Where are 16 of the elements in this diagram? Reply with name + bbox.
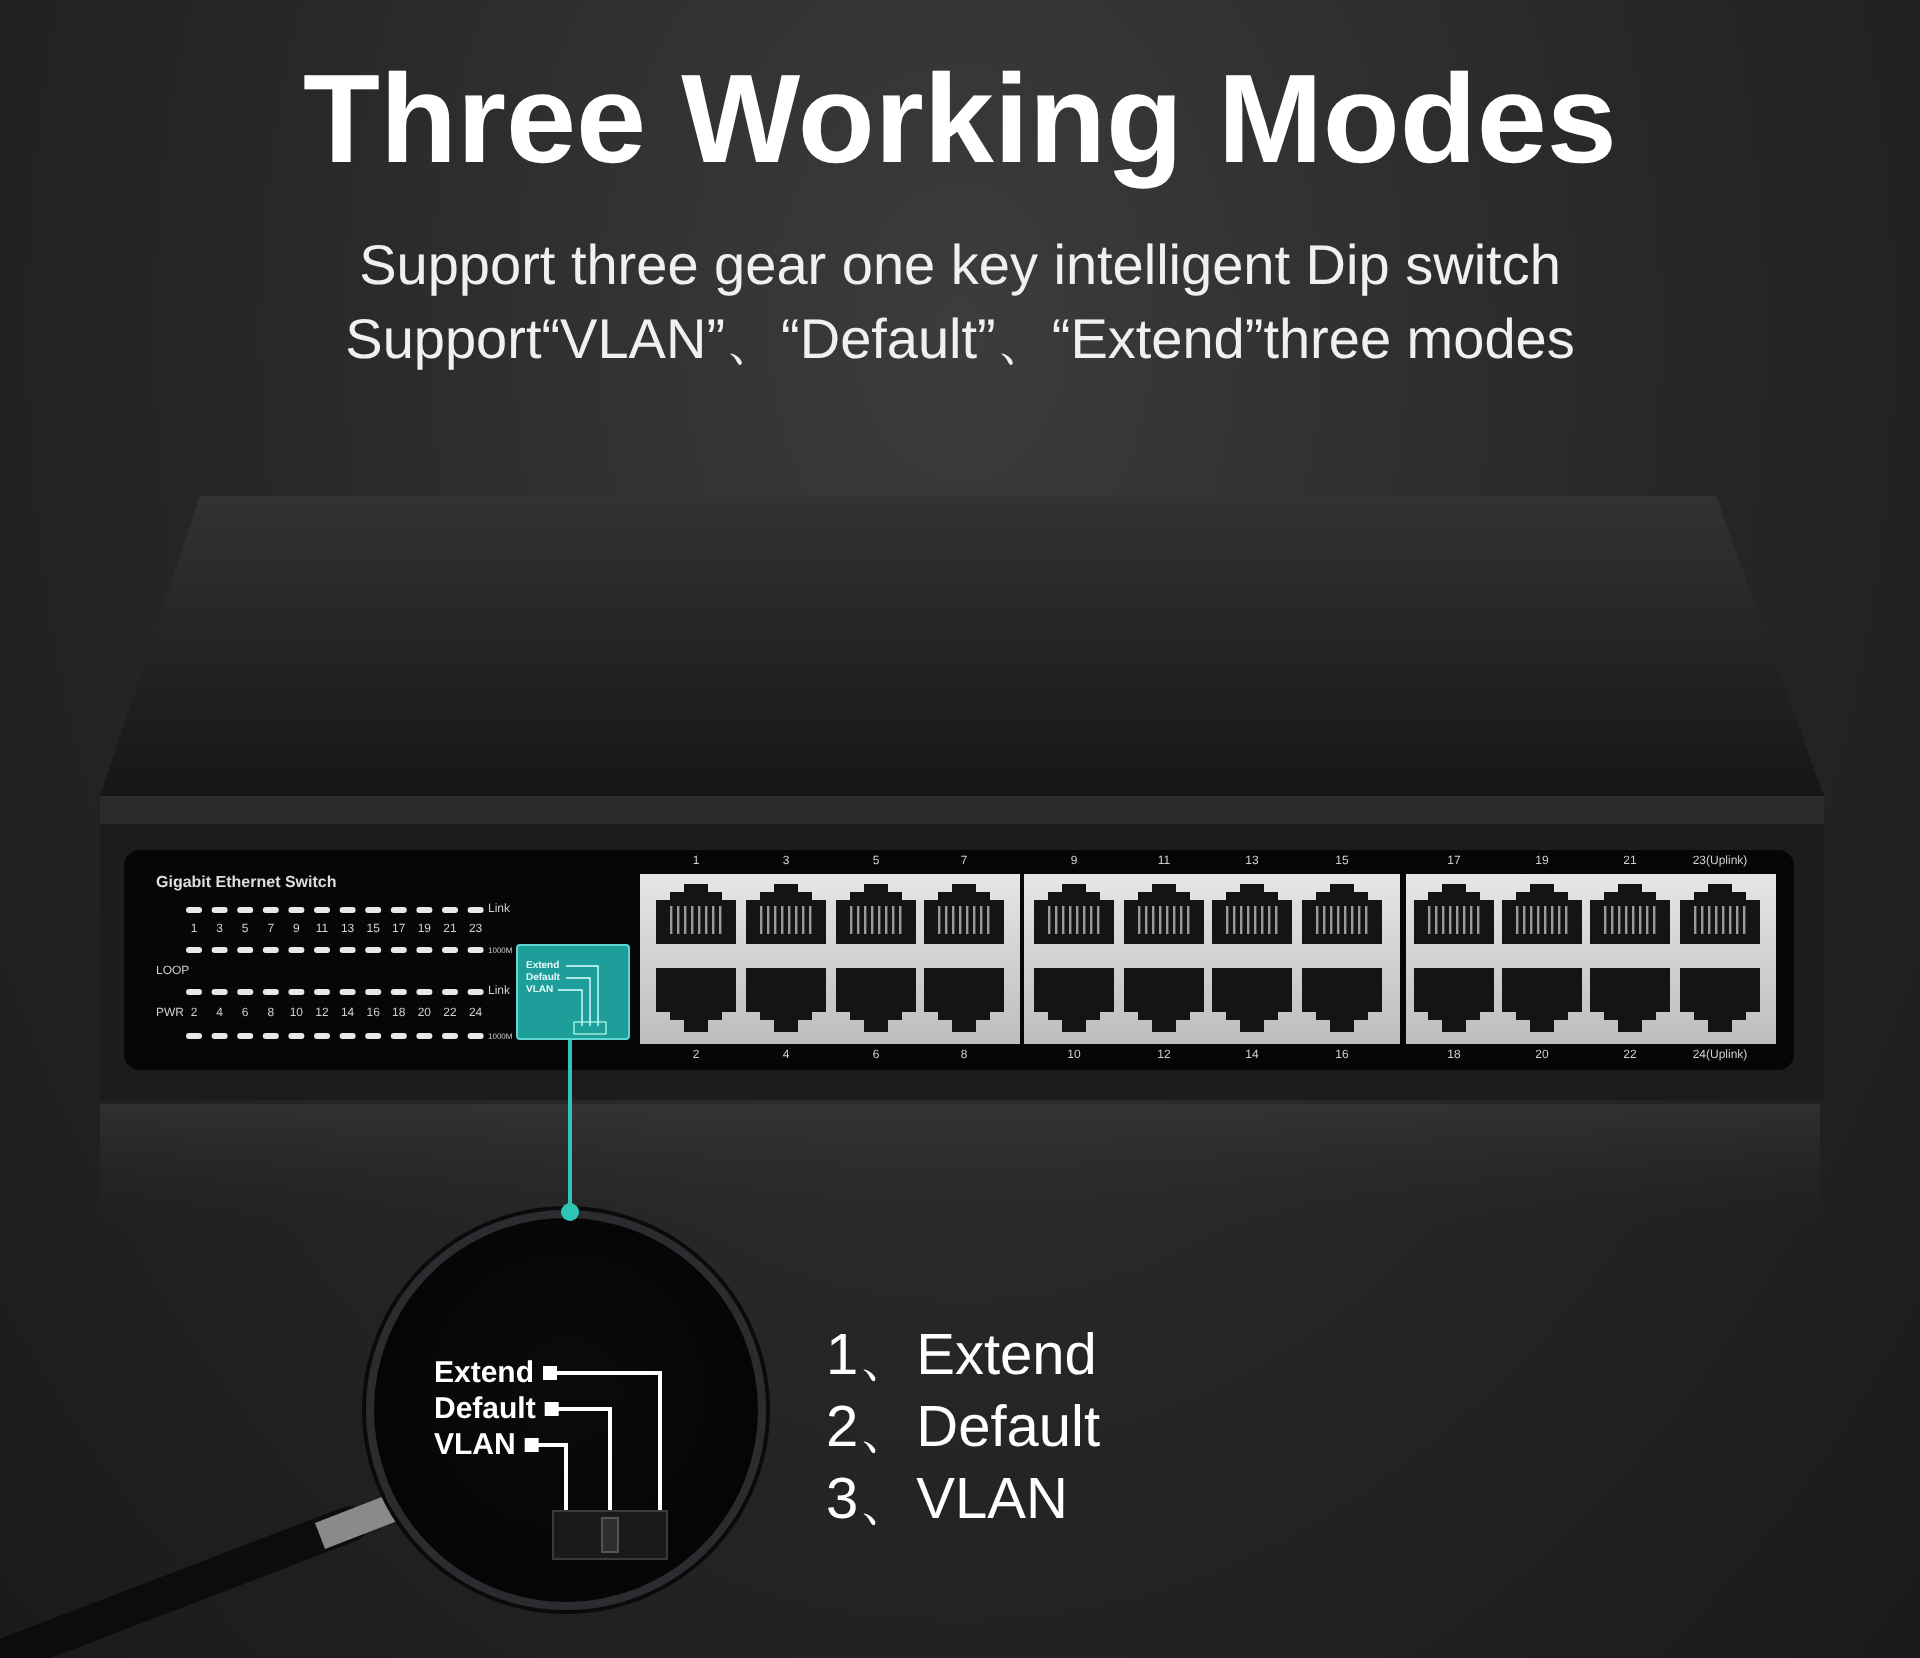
leader-line [561,1040,579,1221]
switch-mode-label: Extend [434,1356,535,1390]
mode-list-item: 2、Default [826,1394,1101,1464]
mode-list-item: 1、Extend [826,1322,1097,1392]
dip-switch-callout-box [516,944,630,1040]
panel-title: Gigabit Ethernet Switch [156,873,337,891]
heading: Three Working Modes [303,48,1617,192]
subtitle: Support three gear one key intelligent Dip switch [359,234,1561,298]
switch-mode-label: Default [434,1392,536,1426]
leader-line [543,1366,662,1510]
subtitle: Support“VLAN”、“Default”、“Extend”three modes [345,306,1575,374]
leader-line [524,1438,568,1510]
dip-switch-icon [552,1510,668,1560]
mode-list-item: 3、VLAN [826,1466,1068,1536]
leader-line [544,1402,612,1510]
switch-mode-label: VLAN [434,1428,516,1462]
